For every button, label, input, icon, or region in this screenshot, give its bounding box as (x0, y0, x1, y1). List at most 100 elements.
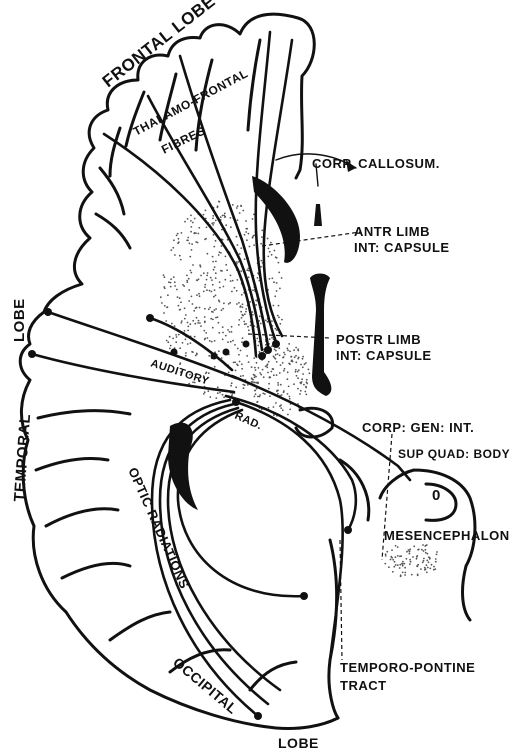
stipple-dot (188, 383, 190, 385)
stipple-dot (204, 321, 206, 323)
stipple-dot (213, 234, 215, 236)
stipple-dot (245, 231, 247, 233)
stipple-dot (409, 548, 411, 550)
stipple-dot (280, 364, 282, 366)
stipple-dot (421, 549, 423, 551)
stipple-dot (193, 233, 195, 235)
stipple-dot (271, 337, 273, 339)
stipple-dot (304, 391, 306, 393)
stipple-dot (223, 396, 225, 398)
stipple-dot (195, 232, 197, 234)
stipple-dot (198, 227, 200, 229)
stipple-dot (277, 353, 279, 355)
stipple-dot (195, 241, 197, 243)
stipple-dot (169, 348, 171, 350)
stipple-dot (253, 244, 255, 246)
stipple-dot (163, 286, 165, 288)
stipple-dot (247, 326, 249, 328)
stipple-dot (234, 287, 236, 289)
stipple-dot (220, 252, 222, 254)
stipple-dot (187, 330, 189, 332)
stipple-dot (203, 272, 205, 274)
stipple-dot (221, 357, 223, 359)
stipple-dot (195, 355, 197, 357)
stipple-dot (269, 338, 271, 340)
stipple-dot (173, 276, 175, 278)
stipple-dot (187, 326, 189, 328)
stipple-dot (404, 567, 406, 569)
stipple-dot (213, 246, 215, 248)
stipple-dot (287, 371, 289, 373)
stipple-dot (246, 269, 248, 271)
label-mesencephalon: MESENCEPHALON (384, 528, 510, 543)
stipple-dot (284, 368, 286, 370)
stipple-dot (228, 303, 230, 305)
stipple-dot (184, 330, 186, 332)
stipple-dot (261, 230, 263, 232)
stipple-dot (275, 354, 277, 356)
stipple-dot (246, 239, 248, 241)
stipple-dot (265, 320, 267, 322)
stipple-dot (287, 378, 289, 380)
stipple-dot (400, 574, 402, 576)
stipple-dot (295, 355, 297, 357)
stipple-dot (196, 353, 198, 355)
stipple-dot (171, 323, 173, 325)
stipple-dot (182, 342, 184, 344)
stipple-dot (400, 555, 402, 557)
stipple-dot (255, 299, 257, 301)
stipple-dot (170, 345, 172, 347)
stipple-dot (213, 269, 215, 271)
stipple-dot (234, 344, 236, 346)
stipple-dot (237, 219, 239, 221)
stipple-dot (279, 355, 281, 357)
stipple-dot (190, 272, 192, 274)
stipple-dot (212, 284, 214, 286)
stipple-dot (391, 557, 393, 559)
lateral-ventricle (252, 176, 300, 263)
stipple-dot (218, 350, 220, 352)
stipple-dot (267, 372, 269, 374)
stipple-dot (198, 293, 200, 295)
stipple-dot (225, 335, 227, 337)
stipple-dot (218, 299, 220, 301)
stipple-dot (426, 564, 428, 566)
stipple-dot (241, 363, 243, 365)
stipple-dot (217, 386, 219, 388)
stipple-dot (435, 561, 437, 563)
stipple-dot (178, 305, 180, 307)
stipple-dot (271, 254, 273, 256)
stipple-dot (190, 342, 192, 344)
stipple-dot (402, 561, 404, 563)
stipple-dot (177, 233, 179, 235)
stipple-dot (395, 564, 397, 566)
stipple-dot (230, 385, 232, 387)
stipple-dot (242, 315, 244, 317)
stipple-dot (289, 398, 291, 400)
stipple-dot (252, 311, 254, 313)
stipple-dot (249, 246, 251, 248)
stipple-dot (225, 224, 227, 226)
stipple-dot (229, 302, 231, 304)
stipple-dot (211, 222, 213, 224)
stipple-dot (392, 571, 394, 573)
stipple-dot (170, 286, 172, 288)
stipple-dot (291, 359, 293, 361)
stipple-dot (280, 407, 282, 409)
stipple-dot (406, 551, 408, 553)
stipple-dot (237, 261, 239, 263)
stipple-dot (230, 217, 232, 219)
stipple-dot (242, 375, 244, 377)
stipple-dot (187, 343, 189, 345)
stipple-dot (268, 407, 270, 409)
stipple-dot (275, 328, 277, 330)
stipple-dot (238, 324, 240, 326)
stipple-dot (395, 545, 397, 547)
stipple-dot (286, 348, 288, 350)
stipple-dot (253, 381, 255, 383)
stipple-dot (215, 261, 217, 263)
stipple-dot (290, 356, 292, 358)
stipple-dot (172, 338, 174, 340)
stipple-dot (259, 394, 261, 396)
